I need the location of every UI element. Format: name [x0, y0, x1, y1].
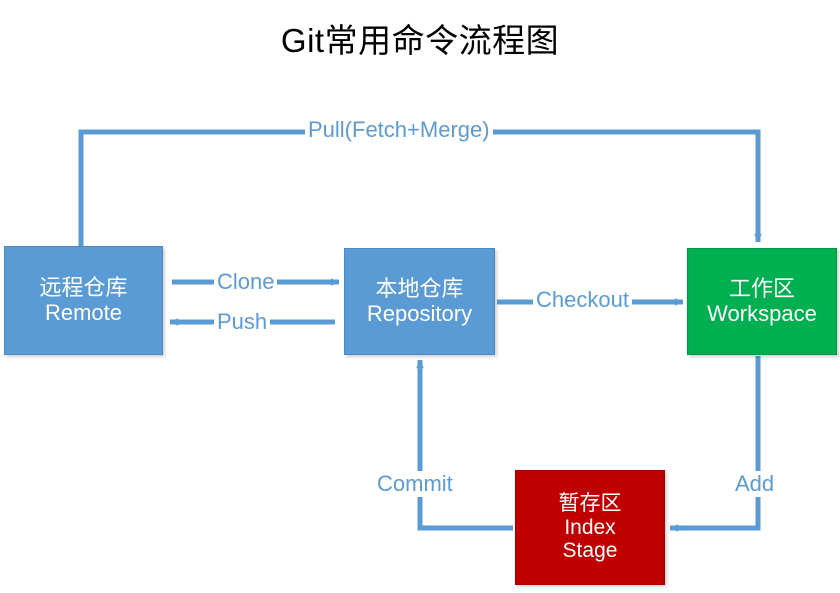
- node-index-label-en: Index: [564, 515, 616, 539]
- edge-pull-path: [78, 129, 762, 246]
- edge-commit-path: [416, 359, 513, 531]
- node-remote-label-cn: 远程仓库: [39, 274, 128, 300]
- page-title: Git常用命令流程图: [280, 22, 560, 59]
- node-workspace-label-cn: 工作区: [728, 275, 795, 301]
- node-index[interactable]: 暂存区 Index Stage: [515, 470, 665, 585]
- node-repository[interactable]: 本地仓库 Repository: [344, 248, 495, 355]
- node-index-label-cn: 暂存区: [558, 492, 622, 516]
- edge-label-pull: Pull(Fetch+Merge): [305, 117, 493, 143]
- node-repository-label-en: Repository: [366, 300, 473, 326]
- node-remote-label-en: Remote: [44, 299, 123, 325]
- node-remote[interactable]: 远程仓库 Remote: [4, 246, 163, 355]
- edge-label-push: Push: [214, 309, 271, 335]
- edge-label-checkout: Checkout: [533, 287, 632, 313]
- edge-add-path: [669, 356, 761, 532]
- edge-label-add: Add: [732, 471, 778, 497]
- edge-label-commit: Commit: [374, 471, 456, 497]
- edge-label-clone: Clone: [214, 269, 278, 295]
- node-workspace-label-en: Workspace: [707, 300, 817, 326]
- node-index-label-stage: Stage: [562, 539, 618, 563]
- node-workspace[interactable]: 工作区 Workspace: [687, 248, 837, 355]
- node-repository-label-cn: 本地仓库: [375, 275, 464, 301]
